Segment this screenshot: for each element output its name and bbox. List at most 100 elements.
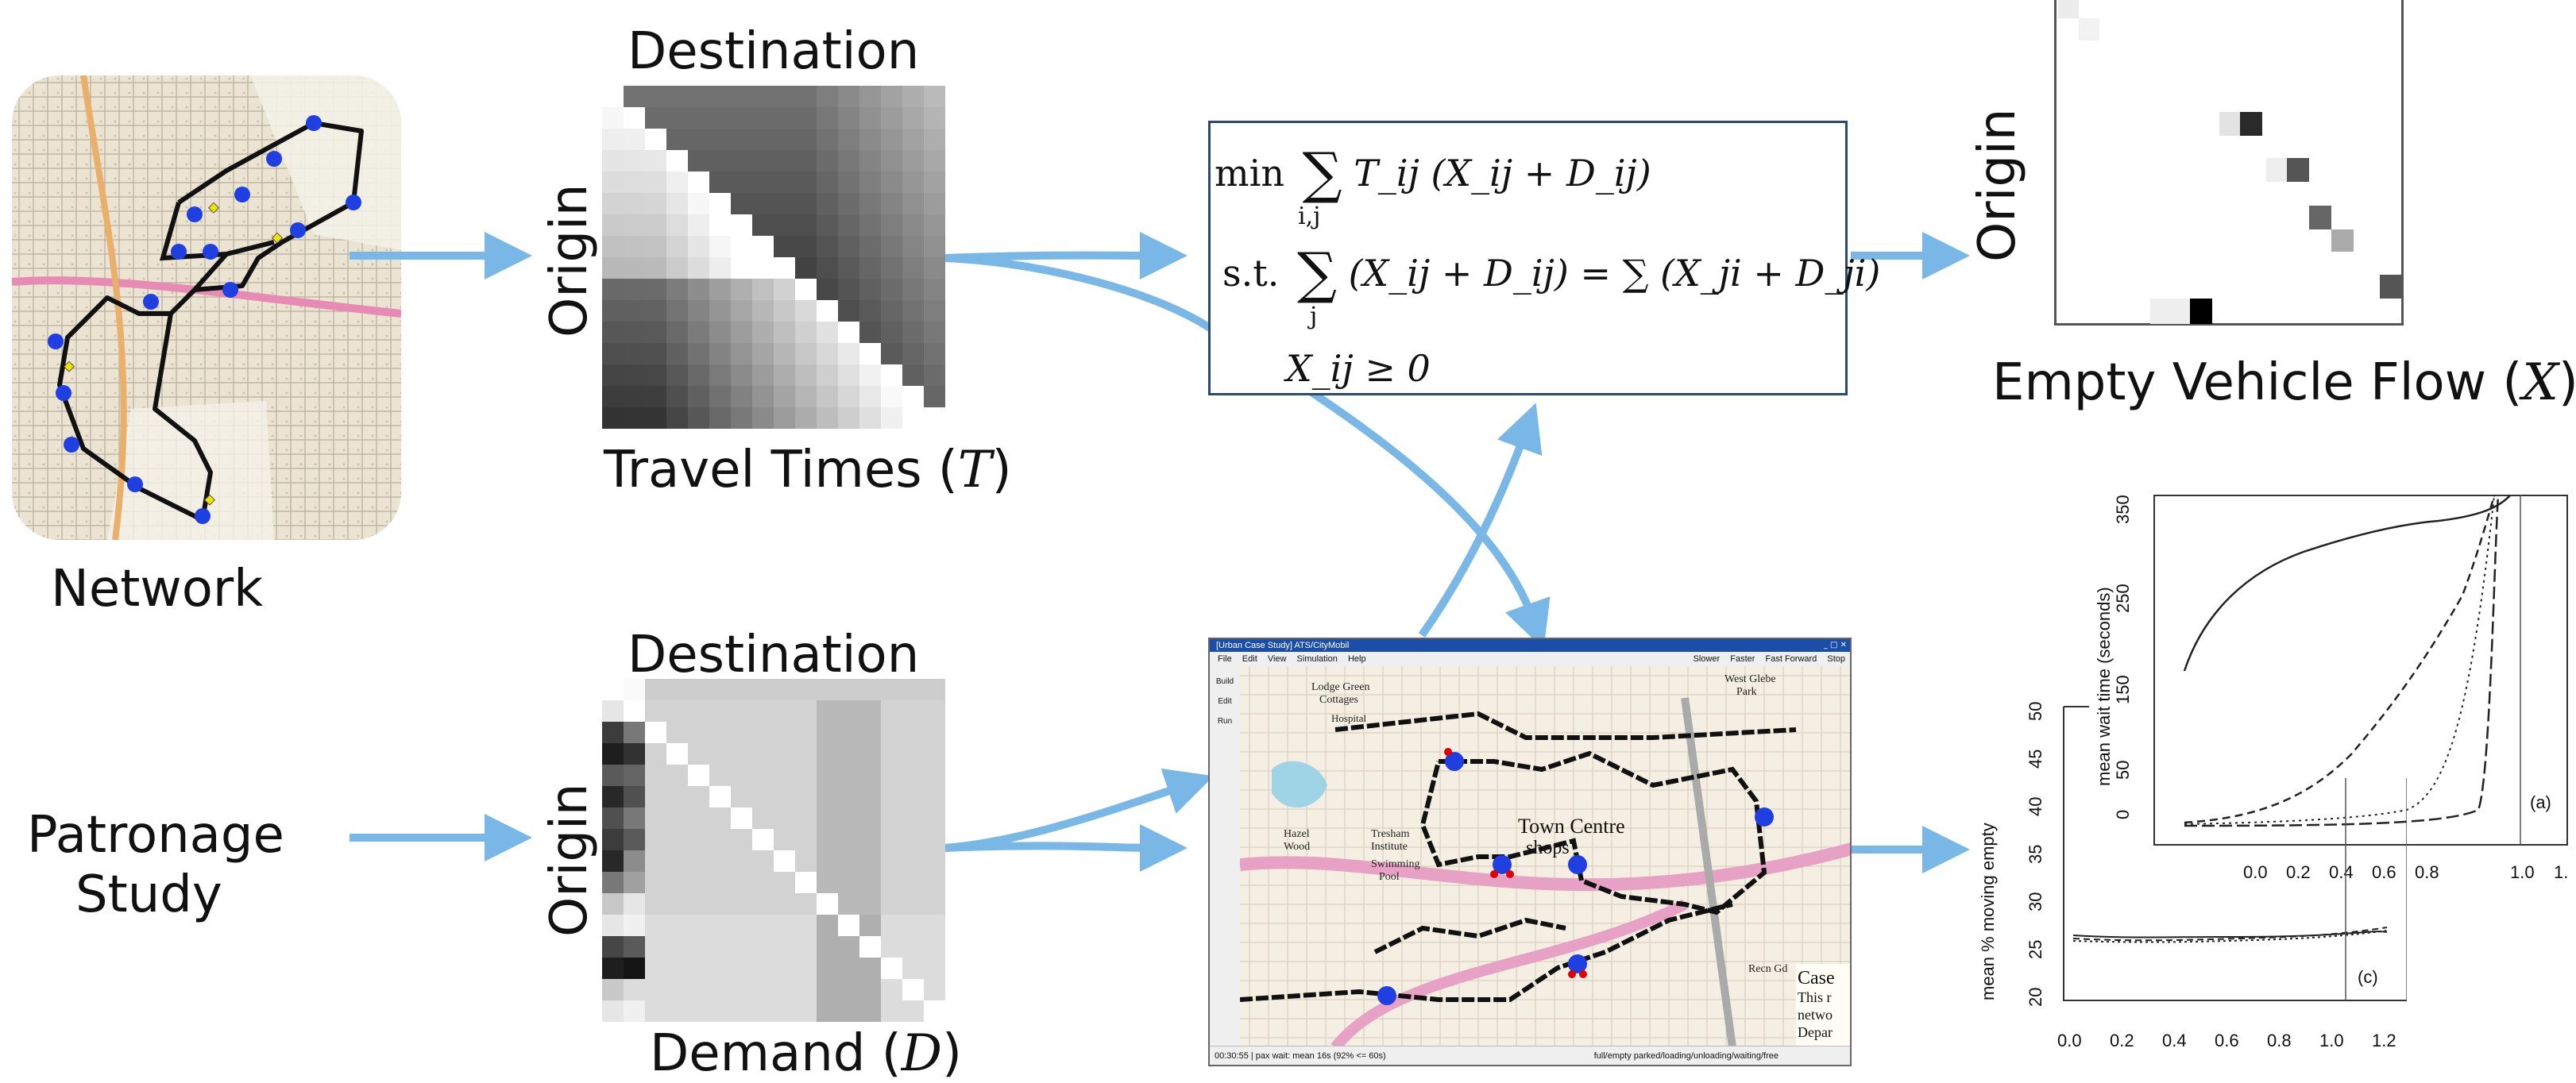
matrix-cell: [924, 279, 945, 300]
matrix-cell: [602, 279, 624, 300]
menu-item-edit[interactable]: Edit: [1242, 654, 1257, 664]
menu-item-file[interactable]: File: [1218, 654, 1232, 664]
faster-button[interactable]: Faster: [1730, 654, 1755, 664]
simulation-status-bar: 00:30:55 | pax wait: mean 16s (92% <= 60…: [1210, 1046, 1850, 1065]
matrix-cell: [859, 765, 881, 786]
matrix-cell: [645, 893, 666, 915]
matrix-cell: [859, 743, 881, 765]
matrix-cell: [838, 407, 859, 429]
matrix-cell: [859, 679, 881, 700]
matrix-cell: [709, 893, 731, 915]
empty-xtick-6: 1.2: [2372, 1031, 2396, 1050]
matrix-cell: [881, 193, 902, 214]
matrix-cell: [795, 850, 817, 872]
matrix-cell: [602, 893, 624, 915]
wait-panel-letter: (a): [2530, 792, 2551, 812]
matrix-cell: [731, 386, 752, 407]
matrix-cell: [602, 936, 624, 958]
matrix-cell: [709, 850, 731, 872]
menu-item-simulation[interactable]: Simulation: [1296, 654, 1338, 664]
matrix-cell: [731, 700, 752, 722]
matrix-cell: [817, 322, 838, 343]
matrix-cell: [731, 936, 752, 958]
edit-tool-button[interactable]: Edit: [1218, 697, 1232, 706]
matrix-cell: [602, 829, 624, 850]
matrix-cell: [666, 86, 688, 107]
matrix-cell: [902, 872, 924, 893]
matrix-cell: [774, 193, 795, 214]
matrix-cell: [645, 915, 666, 936]
matrix-cell: [666, 150, 688, 172]
map-label-lodge-green: Lodge Green: [1311, 681, 1369, 693]
matrix-cell: [902, 958, 924, 979]
matrix-cell: [752, 407, 774, 429]
build-tool-button[interactable]: Build: [1215, 677, 1234, 686]
matrix-cell: [881, 958, 902, 979]
matrix-cell: [902, 257, 924, 279]
matrix-cell: [859, 129, 881, 150]
wait-xtick-0: 0.0: [2243, 862, 2268, 882]
matrix-cell: [924, 214, 945, 236]
matrix-cell: [881, 364, 902, 386]
matrix-cell: [838, 807, 859, 829]
matrix-cell: [688, 829, 709, 850]
matrix-cell: [817, 829, 838, 850]
matrix-cell: [731, 807, 752, 829]
matrix-cell: [688, 386, 709, 407]
matrix-cell: [902, 86, 924, 107]
matrix-cell: [645, 958, 666, 979]
matrix-cell: [902, 343, 924, 364]
matrix-cell: [709, 807, 731, 829]
slower-button[interactable]: Slower: [1693, 654, 1721, 664]
matrix-cell: [859, 257, 881, 279]
menu-item-view[interactable]: View: [1267, 654, 1287, 664]
matrix-cell: [859, 850, 881, 872]
matrix-cell: [645, 700, 666, 722]
simulation-map[interactable]: Lodge Green Cottages Hospital Town Centr…: [1239, 666, 1850, 1051]
simulation-window[interactable]: [Urban Case Study] ATS/CityMobil _ □ ✕ F…: [1208, 638, 1852, 1066]
simulation-menu-bar: File Edit View Simulation Help Slower Fa…: [1210, 652, 1850, 667]
matrix-cell: [709, 829, 731, 850]
matrix-cell: [688, 893, 709, 915]
matrix-cell: [924, 193, 945, 214]
wait-ytick-250: 250: [2113, 584, 2133, 613]
matrix-cell: [624, 300, 645, 322]
matrix-cell: [645, 786, 666, 807]
matrix-cell: [666, 172, 688, 193]
matrix-cell: [774, 107, 795, 129]
fast-forward-button[interactable]: Fast Forward: [1765, 654, 1817, 664]
empty-ytick-20: 20: [2026, 987, 2045, 1007]
wait-xtick-1: 0.2: [2286, 862, 2311, 882]
matrix-cell: [902, 979, 924, 1000]
matrix-cell: [817, 407, 838, 429]
matrix-cell: [602, 193, 624, 214]
matrix-cell: [817, 129, 838, 150]
menu-item-help[interactable]: Help: [1347, 654, 1366, 664]
wait-ytick-350: 350: [2113, 495, 2133, 524]
matrix-cell: [709, 872, 731, 893]
run-tool-button[interactable]: Run: [1217, 717, 1233, 726]
matrix-cell: [624, 915, 645, 936]
matrix-cell: [666, 407, 688, 429]
matrix-cell: [666, 807, 688, 829]
window-controls-icon[interactable]: _ □ ✕: [1823, 641, 1847, 649]
matrix-cell: [817, 872, 838, 893]
matrix-cell: [602, 407, 624, 429]
matrix-cell: [645, 214, 666, 236]
matrix-cell: [774, 129, 795, 150]
matrix-cell: [795, 257, 817, 279]
matrix-cell: [881, 172, 902, 193]
matrix-cell: [731, 743, 752, 765]
matrix-cell: [774, 700, 795, 722]
simulation-map-svg: Lodge Green Cottages Hospital Town Centr…: [1239, 666, 1850, 1051]
map-label-town-centre: Town Centre: [1518, 815, 1625, 838]
matrix-cell: [688, 722, 709, 743]
matrix-cell: [731, 679, 752, 700]
matrix-cell: [602, 700, 624, 722]
matrix-cell: [881, 936, 902, 958]
map-label-wood: Wood: [1284, 841, 1310, 853]
matrix-cell: [795, 150, 817, 172]
matrix-cell: [795, 172, 817, 193]
stop-button[interactable]: Stop: [1827, 654, 1845, 664]
matrix-cell: [752, 236, 774, 257]
